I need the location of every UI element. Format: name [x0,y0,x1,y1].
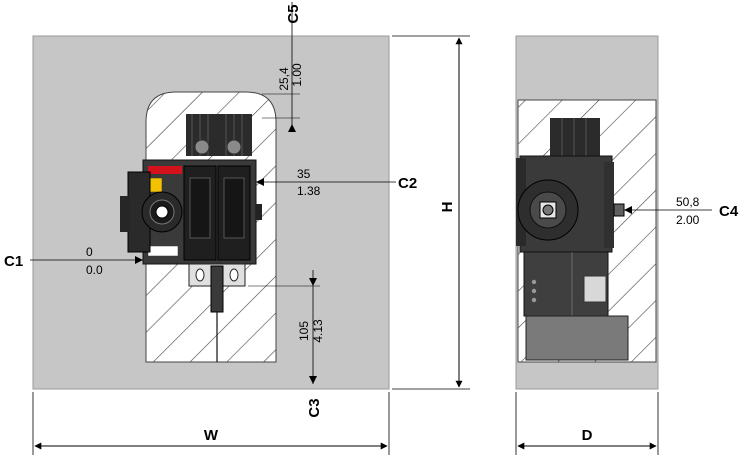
c5-value-mm: 25,4 [277,67,291,91]
c3-value-mm: 105 [297,321,311,341]
c1-value-mm: 0 [86,245,93,259]
rating-label [147,245,179,257]
bottom-terminals [188,263,246,362]
side-lower-body [523,251,629,361]
c1-label: C1 [4,253,23,270]
c2-value-mm: 35 [297,167,311,181]
brand-logo-plate [148,166,182,174]
c5-value-in: 1.00 [290,63,304,87]
side-view [515,35,659,390]
front-dimensions: W H C5 25,4 1.00 C2 35 1.38 C1 0 0.0 C3 … [4,2,470,455]
rotary-handle [120,171,183,253]
c3-value-in: 4.13 [311,319,325,343]
c4-label: C4 [719,203,739,220]
width-label: W [204,427,219,444]
depth-label: D [582,427,593,444]
front-view [32,35,390,390]
c4-value-in: 2.00 [676,213,700,227]
top-terminals [186,114,252,156]
c5-label: C5 [285,4,302,23]
c4-value-mm: 50,8 [676,195,700,209]
c2-value-in: 1.38 [297,184,321,198]
side-dimensions: D C4 50,8 2.00 [515,195,739,455]
c2-label: C2 [398,175,417,192]
side-device-body [516,155,625,253]
c1-value-in: 0.0 [86,263,103,277]
c3-label: C3 [306,398,323,417]
warning-label [149,177,163,193]
height-label: H [439,202,456,213]
